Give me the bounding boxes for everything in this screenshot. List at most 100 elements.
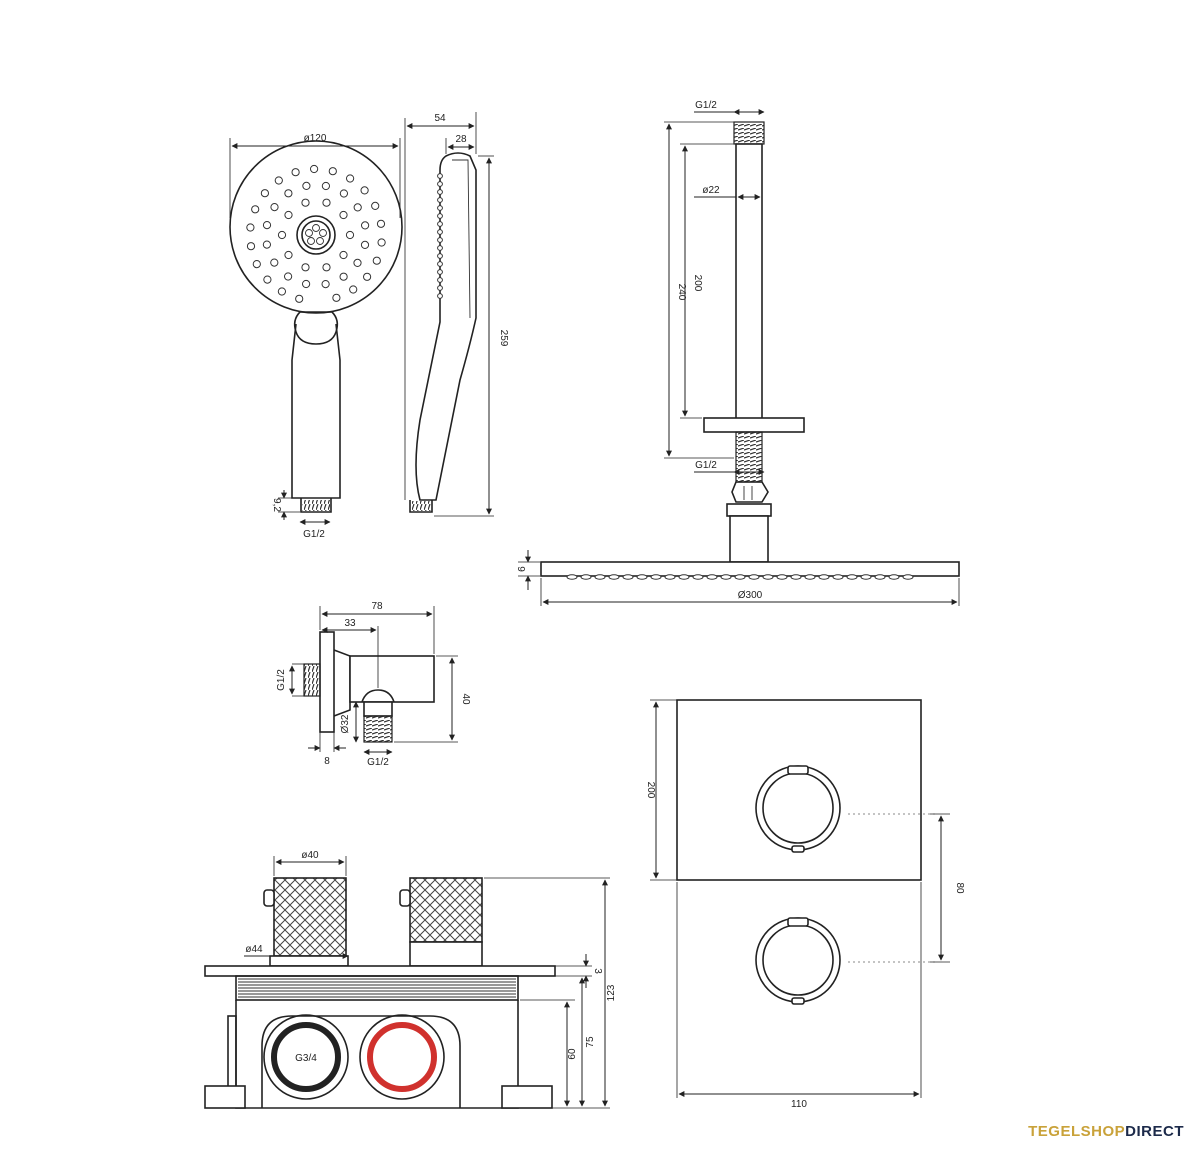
nozzle [302,181,311,190]
hand-shower-side [409,152,477,513]
box-ribs [238,978,516,998]
nozzle [339,189,348,198]
dim-box-inlet: G3/4 [295,1053,317,1064]
nozzle [328,167,337,176]
dim-plate-height: 200 [645,782,656,799]
dim-box-mid: 75 [585,1036,596,1048]
dim-head-thick: 9 [515,566,526,572]
nozzle [284,189,293,198]
nozzle [349,285,358,294]
nozzle [270,203,279,212]
nozzle [301,263,310,272]
dim-elbow-flange: 8 [324,756,330,767]
nozzle [322,263,331,272]
nozzle [291,168,300,177]
nozzle [301,198,310,207]
nozzle [332,293,341,302]
nozzle [251,205,260,214]
hand-shower-side-nozzles [437,173,443,299]
head-nozzle [706,574,718,580]
dim-hand-dia: ø120 [304,133,327,144]
head-nozzle [636,574,648,580]
nozzle [322,198,331,207]
nozzle [263,275,272,284]
wall-elbow [303,631,435,743]
head-nozzle [860,574,872,580]
dim-arm-dia: ø22 [702,185,720,196]
dim-plate-spacing: 80 [954,882,965,894]
side-nozzle [437,245,443,251]
side-nozzle [437,189,443,195]
head-nozzle [776,574,788,580]
dim-elbow-dia: Ø32 [340,714,351,733]
dim-plate-width: 110 [791,1099,807,1110]
side-nozzle [437,253,443,259]
side-nozzle [437,285,443,291]
nozzle [310,164,319,174]
nozzle [302,279,311,289]
dim-arm-len-outer: 240 [676,284,687,301]
nozzle [321,181,330,191]
brand-part-2: DIRECT [1125,1123,1184,1140]
head-nozzle [692,574,704,580]
rain-head-nozzles [566,574,914,580]
nozzle [372,256,381,265]
nozzle [284,272,293,281]
dim-knob-dia: ø40 [301,850,319,861]
dim-hand-conn-len: 9,2 [271,498,282,512]
nozzle [360,240,370,249]
nozzle [270,258,279,267]
side-nozzle [437,197,443,203]
concealed-box [204,877,556,1109]
shower-arm [540,121,960,580]
thermostat-plate [676,699,936,1005]
head-nozzle [580,574,592,580]
head-nozzle [790,574,802,580]
nozzle [262,221,272,230]
head-nozzle [748,574,760,580]
side-nozzle [437,269,443,275]
dim-arm-len-inner: 200 [692,275,703,292]
brand-part-1: TEGELSHOP [1028,1123,1126,1140]
head-nozzle [804,574,816,580]
dim-box-total: 123 [606,984,617,1001]
nozzle [246,242,256,251]
side-nozzle [437,213,443,219]
head-nozzle [846,574,858,580]
head-nozzle [664,574,676,580]
nozzle [371,201,380,210]
nozzle [246,223,255,232]
dimension-labels: ø120 54 28 259 9,2 G1/2 G1/2 ø22 240 200… [245,100,965,1110]
side-nozzle [437,277,443,283]
nozzle [363,272,372,281]
head-nozzle [818,574,830,580]
hand-shower-nozzles [246,164,386,303]
nozzle [284,210,293,220]
head-nozzle [734,574,746,580]
nozzle [339,272,348,281]
nozzle [346,174,355,183]
side-nozzle [437,205,443,211]
dim-elbow-conn-bottom: G1/2 [367,757,389,768]
brand-logo: TEGELSHOPDIRECT [1028,1123,1184,1140]
nozzle [252,260,261,269]
nozzle [277,230,287,240]
dim-hand-depth: 54 [434,113,446,124]
dim-elbow-conn-left: G1/2 [276,669,287,691]
dim-hand-conn: G1/2 [303,529,325,540]
head-nozzle [678,574,690,580]
head-nozzle [650,574,662,580]
dim-arm-conn-top: G1/2 [695,100,717,111]
head-nozzle [888,574,900,580]
nozzle [262,240,271,249]
dim-elbow-offset: 33 [344,618,356,629]
nozzle [376,219,386,228]
nozzle [321,280,330,289]
nozzle [345,230,355,240]
nozzle [377,238,386,247]
side-nozzle [437,237,443,243]
side-nozzle [437,173,443,179]
head-nozzle [720,574,732,580]
dim-elbow-depth: 78 [371,601,383,612]
